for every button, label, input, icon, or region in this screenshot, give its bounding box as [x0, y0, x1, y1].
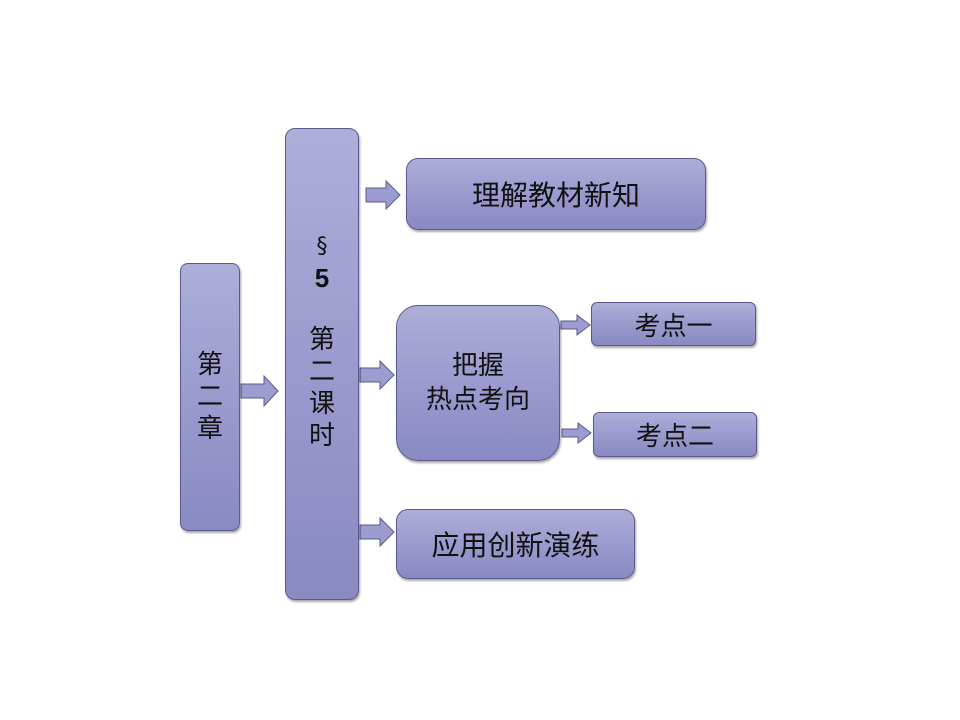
point1-label: 考点一 — [634, 311, 713, 342]
understand-box[interactable]: 理解教材新知 — [406, 158, 706, 230]
arrow-to-point2 — [561, 421, 592, 445]
apply-label: 应用创新演练 — [431, 529, 600, 562]
section-box[interactable]: § 5 第 二 课 时 — [285, 128, 359, 600]
grasp-label-line1: 把握 — [451, 351, 504, 381]
point2-label: 考点二 — [635, 422, 714, 452]
chapter-char: 章 — [196, 414, 223, 444]
section-char: 二 — [308, 357, 335, 387]
arrow-to-grasp — [359, 359, 395, 391]
grasp-label-line2: 热点考向 — [425, 385, 530, 415]
arrow-chapter-to-section — [240, 374, 279, 408]
chapter-label: 第 二 章 — [197, 349, 223, 445]
point1-box[interactable]: 考点一 — [591, 302, 756, 346]
section-symbol: § — [316, 234, 328, 259]
section-number: 5 — [314, 263, 330, 293]
section-char: 第 — [308, 325, 335, 355]
section-char: 课 — [308, 389, 335, 419]
apply-box[interactable]: 应用创新演练 — [396, 509, 635, 579]
section-char: 时 — [308, 421, 335, 451]
arrow-to-understand — [365, 179, 401, 211]
arrow-to-apply — [359, 516, 395, 548]
understand-label: 理解教材新知 — [471, 179, 640, 212]
section-chars: 第 二 课 时 — [309, 324, 335, 452]
grasp-box[interactable]: 把握 热点考向 — [396, 305, 560, 461]
chapter-box[interactable]: 第 二 章 — [180, 263, 240, 531]
point2-box[interactable]: 考点二 — [593, 412, 757, 457]
section-label: § 5 第 二 课 时 — [286, 232, 358, 452]
chapter-char: 二 — [196, 382, 223, 412]
arrow-to-point1 — [560, 313, 591, 337]
chapter-char: 第 — [196, 350, 223, 380]
